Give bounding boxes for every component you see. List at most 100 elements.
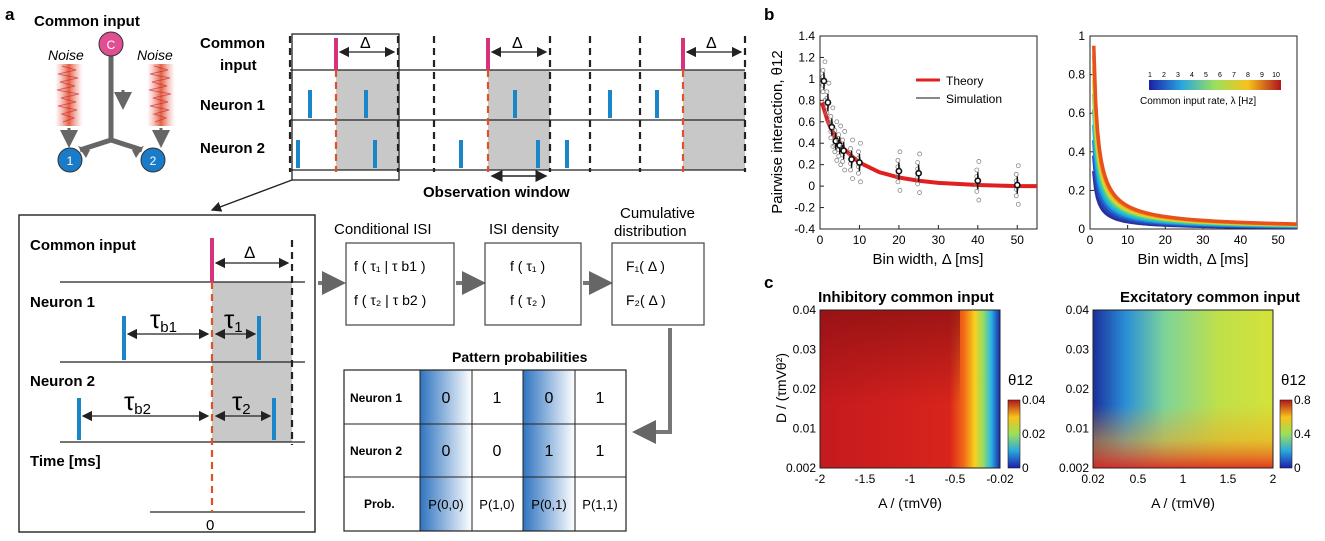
conditional-isi-line1: f ( τ₁ | τ b1 ) — [354, 258, 426, 274]
inhibitory-title: Inhibitory common input — [818, 289, 994, 306]
excitatory-xlabel: A / (τmVθ) — [1151, 495, 1215, 511]
simulation-mean — [1013, 181, 1021, 189]
zoom-label-common: Common input — [30, 237, 136, 254]
simulation-sample — [895, 157, 901, 163]
cumulative-title-2: distribution — [614, 223, 687, 240]
colorbar-tick-label: 0.8 — [1294, 393, 1311, 407]
noise-jitter-right — [148, 65, 172, 123]
table-cell: 0 — [545, 390, 554, 407]
simulation-sample — [848, 167, 853, 173]
analysis-flow: Conditional ISI f ( τ₁ | τ b1 ) f ( τ₂ |… — [318, 205, 705, 444]
simulation-sample — [836, 153, 842, 159]
neuron-1-node-label: 1 — [67, 154, 74, 168]
raster-label-neuron2: Neuron 2 — [200, 140, 265, 157]
simulation-sample — [974, 167, 980, 173]
simulation-sample — [1013, 193, 1019, 199]
colorbar-tick-label: 0 — [1022, 461, 1029, 475]
x-tick-label: 10 — [853, 233, 867, 247]
table-cell: 1 — [596, 443, 605, 460]
y-tick-label: 0.04 — [793, 303, 817, 317]
colorbar-tick-label: 8 — [1246, 72, 1250, 79]
noise-label-left: Noise — [48, 47, 84, 63]
panel-label-c: c — [764, 273, 773, 292]
rate-series-line — [1092, 45, 1298, 226]
table-cell: 0 — [493, 443, 502, 460]
table-frame — [343, 369, 627, 532]
delta-label-2: Δ — [512, 35, 523, 52]
table-cell: P(1,0) — [479, 497, 514, 512]
y-tick-label: 0.02 — [793, 382, 817, 396]
x-tick-label: 50 — [1011, 233, 1025, 247]
colorbar-tick-label: 0.04 — [1022, 393, 1046, 407]
conditional-isi-title: Conditional ISI — [334, 221, 432, 238]
simulation-sample — [834, 157, 840, 163]
zoom-pointer-arrow — [210, 179, 293, 212]
simulation-sample — [858, 140, 863, 146]
isi-density-box — [484, 242, 582, 326]
cumulative-box — [611, 242, 705, 326]
rate-colorbar-label: Common input rate, λ [Hz] — [1140, 96, 1256, 107]
conditional-isi-line2: f ( τ₂ | τ b2 ) — [354, 292, 426, 308]
colorbar-tick-label: 0 — [1294, 461, 1301, 475]
simulation-sample — [850, 137, 855, 143]
simulation-sample — [897, 187, 903, 193]
table-cell: 1 — [493, 390, 502, 407]
y-tick-label: 0.2 — [798, 158, 815, 172]
zoom-detail: Common input Neuron 1 Neuron 2 Time [ms]… — [18, 214, 316, 534]
colorbar-tick-label: 1 — [1148, 72, 1152, 79]
simulation-sample — [832, 127, 838, 133]
x-tick-label: -1 — [905, 472, 916, 486]
x-tick-label: 10 — [1121, 233, 1135, 247]
simulation-mean — [828, 123, 836, 131]
zoom-shade-1 — [212, 282, 292, 362]
simulation-sample — [828, 114, 834, 119]
y-tick-label: 1 — [808, 72, 815, 86]
y-tick-label: 0.8 — [798, 93, 815, 107]
y-tick-label: 0.2 — [1068, 183, 1085, 197]
simulation-sample — [897, 149, 903, 155]
simulation-sample — [974, 189, 980, 194]
simulation-sample — [842, 129, 848, 134]
simulation-sample — [1015, 163, 1021, 169]
simulation-sample — [976, 197, 982, 203]
table-row-label-2: Neuron 2 — [350, 444, 402, 458]
excitatory-frame — [1092, 309, 1274, 469]
inhibitory-xlabel: A / (τmVθ) — [878, 495, 942, 511]
simulation-sample — [917, 190, 923, 195]
simulation-mean — [848, 155, 855, 163]
y-tick-label: -0.2 — [794, 201, 815, 215]
y-tick-label: 0.6 — [1068, 106, 1085, 120]
simulation-sample — [832, 149, 838, 155]
isi-density-line1: f ( τ₁ ) — [510, 258, 545, 274]
colorbar-tick-label: 0.4 — [1294, 427, 1311, 441]
cumulative-line2: F₂( Δ ) — [626, 292, 666, 308]
y-tick-label: 0.002 — [786, 461, 816, 475]
x-tick-label: 1.5 — [1220, 472, 1237, 486]
table-cell: 1 — [596, 390, 605, 407]
y-tick-label: -0.4 — [794, 222, 815, 236]
inhibitory-heatmap-shade — [820, 310, 960, 468]
x-tick-label: 40 — [1234, 233, 1248, 247]
simulation-mean — [820, 77, 828, 85]
colorbar-tick-label: 7 — [1232, 72, 1236, 79]
simulation-sample — [838, 123, 844, 129]
simulation-sample — [858, 179, 863, 185]
inhibitory-colorbar-label: θ12 — [1008, 372, 1033, 389]
y-tick-label: 1.2 — [798, 50, 815, 64]
tau-1-label: τ1 — [224, 304, 243, 336]
delta-label-1: Δ — [360, 35, 371, 52]
simulation-sample — [976, 159, 982, 164]
table-row-label-3: Prob. — [364, 497, 395, 511]
simulation-mean — [836, 141, 844, 149]
colorbar-tick-label: 5 — [1204, 72, 1208, 79]
simulation-sample — [828, 135, 834, 141]
raster-label-common-2: input — [220, 57, 257, 74]
simulation-sample — [840, 137, 846, 143]
x-tick-label: 0.02 — [1081, 472, 1105, 486]
simulation-sample — [848, 146, 853, 151]
theory-line — [820, 101, 1037, 189]
simulation-sample — [824, 89, 830, 95]
y-tick-label: 0.4 — [1068, 145, 1085, 159]
simulation-mean — [840, 147, 848, 155]
